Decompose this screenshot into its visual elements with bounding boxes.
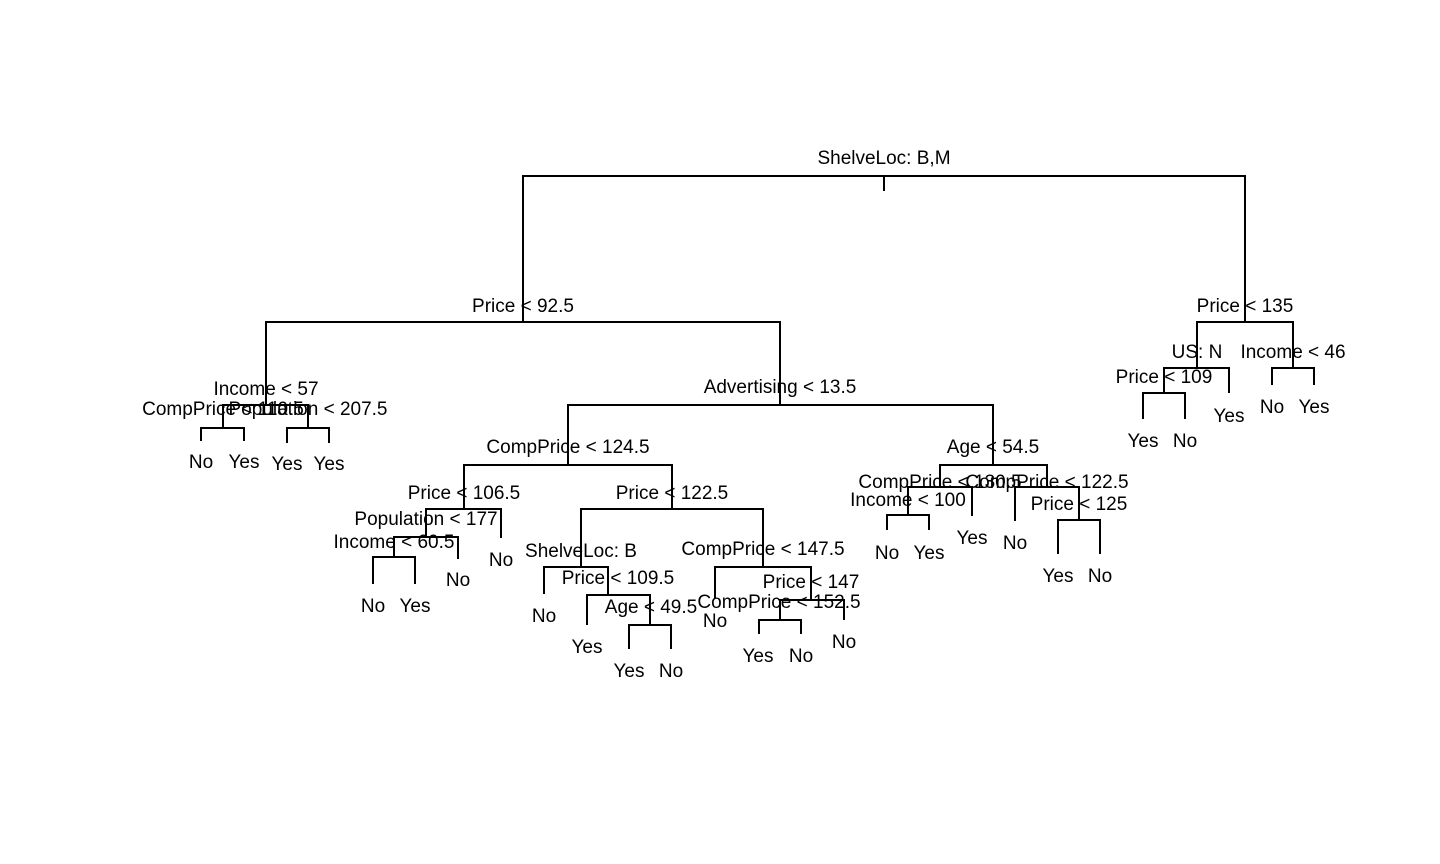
leaf-label: No bbox=[532, 606, 556, 627]
branch bbox=[265, 321, 781, 405]
branch bbox=[372, 556, 416, 584]
branch bbox=[1196, 321, 1294, 368]
split-label: CompPrice < 130.5 bbox=[858, 472, 1021, 493]
branch bbox=[543, 566, 609, 595]
split-label: Income < 57 bbox=[213, 379, 318, 400]
split-label: Income < 100 bbox=[850, 490, 966, 511]
branch bbox=[1271, 367, 1315, 385]
branch bbox=[779, 599, 845, 620]
branch bbox=[567, 404, 994, 465]
split-label: Price < 109 bbox=[1116, 367, 1213, 388]
tree-branches bbox=[200, 175, 1315, 649]
split-label: CompPrice < 124.5 bbox=[486, 437, 649, 458]
split-label: Price < 122.5 bbox=[616, 483, 729, 504]
split-label: Advertising < 13.5 bbox=[704, 377, 857, 398]
split-label: CompPrice < 147.5 bbox=[681, 539, 844, 560]
branch bbox=[586, 594, 651, 625]
branch bbox=[200, 427, 245, 441]
branch bbox=[714, 566, 812, 600]
branch bbox=[580, 508, 764, 567]
leaf-label: No bbox=[832, 632, 856, 653]
split-label: CompPrice < 110.5 bbox=[142, 399, 304, 420]
split-label: Age < 54.5 bbox=[947, 437, 1039, 458]
leaf-label: No bbox=[703, 611, 727, 632]
leaf-label: Yes bbox=[614, 661, 645, 682]
split-label: Income < 60.5 bbox=[334, 532, 455, 553]
leaf-label: Yes bbox=[572, 637, 603, 658]
leaf-label: No bbox=[875, 543, 899, 564]
branch bbox=[522, 175, 1246, 322]
leaf-label: No bbox=[1088, 566, 1112, 587]
branch bbox=[425, 508, 502, 538]
split-label: ShelveLoc: B,M bbox=[817, 148, 950, 169]
split-label: Price < 92.5 bbox=[472, 296, 574, 317]
leaf-label: Yes bbox=[314, 454, 345, 475]
leaf-label: Yes bbox=[1299, 397, 1330, 418]
leaf-label: No bbox=[446, 570, 470, 591]
leaf-label: Yes bbox=[957, 528, 988, 549]
leaf-label: Yes bbox=[229, 452, 260, 473]
split-label: ShelveLoc: B bbox=[525, 541, 637, 562]
branch bbox=[628, 624, 672, 649]
branch bbox=[1142, 392, 1186, 419]
leaf-label: No bbox=[489, 550, 513, 571]
split-label: Price < 106.5 bbox=[408, 483, 521, 504]
branch bbox=[286, 427, 330, 443]
leaf-label: Yes bbox=[1128, 431, 1159, 452]
branch bbox=[939, 464, 1048, 487]
leaf-label: No bbox=[1003, 533, 1027, 554]
leaf-label: No bbox=[1260, 397, 1284, 418]
leaf-label: No bbox=[659, 661, 683, 682]
leaf-label: Yes bbox=[272, 454, 303, 475]
branch bbox=[1014, 486, 1080, 521]
branch bbox=[222, 404, 309, 428]
split-label: Income < 46 bbox=[1240, 342, 1345, 363]
split-label: CompPrice < 152.5 bbox=[697, 592, 860, 613]
leaf-label: No bbox=[189, 452, 213, 473]
leaf-label: Yes bbox=[1043, 566, 1074, 587]
leaf-label: No bbox=[789, 646, 813, 667]
split-label: CompPrice < 122.5 bbox=[965, 472, 1128, 493]
leaf-label: Yes bbox=[914, 543, 945, 564]
branch bbox=[463, 464, 673, 509]
branch bbox=[886, 514, 930, 530]
leaf-label: No bbox=[361, 596, 385, 617]
split-label: Price < 147 bbox=[763, 572, 860, 593]
branch bbox=[393, 536, 459, 559]
branch bbox=[1163, 367, 1230, 393]
split-label: Price < 125 bbox=[1031, 494, 1128, 515]
split-label: Age < 49.5 bbox=[605, 597, 697, 618]
branch bbox=[758, 619, 802, 634]
split-label: Population < 177 bbox=[354, 509, 497, 530]
leaf-label: Yes bbox=[400, 596, 431, 617]
split-label: US: N bbox=[1172, 342, 1223, 363]
split-label: Price < 109.5 bbox=[562, 568, 675, 589]
split-label: Population < 207.5 bbox=[229, 399, 388, 420]
branch bbox=[907, 486, 973, 516]
split-label: Price < 135 bbox=[1197, 296, 1294, 317]
leaf-label: Yes bbox=[743, 646, 774, 667]
leaf-label: No bbox=[1173, 431, 1197, 452]
leaf-label: Yes bbox=[1214, 406, 1245, 427]
branch bbox=[1057, 519, 1101, 554]
